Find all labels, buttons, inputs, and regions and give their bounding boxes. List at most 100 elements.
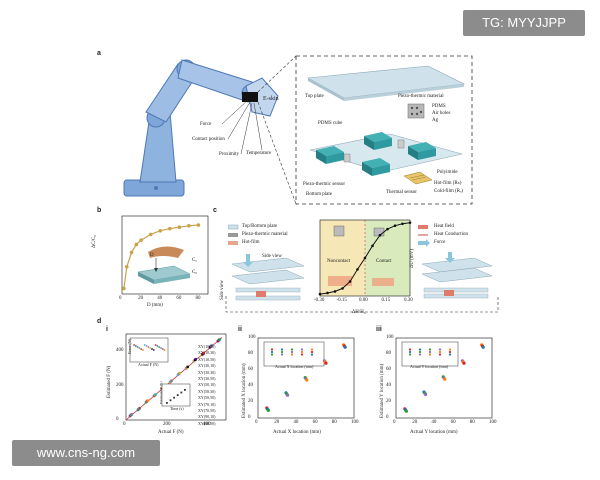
chart-d-i-inset1-point [154,344,157,346]
chart-b-point [148,232,153,237]
chart-c-point [371,244,374,248]
chart-d-ii-ylabel: Estimated X location (mm) [242,363,247,418]
chart-d-i-inset-1 [129,337,169,363]
chart-d-i-xtick: 0 [123,422,126,427]
pdms-cube-zoom [407,103,425,119]
panel-letter-b: b [97,207,102,214]
label-piezo-thermic-material: Piezo-thermic material [398,94,444,99]
chart-d-i-inset1-point [147,346,150,348]
panel-c-legend-force: Force [434,240,446,245]
chart-d-iii-inset-point [418,353,422,356]
label-top-plate: Top plate [305,94,324,99]
chart-d-i-legend-item: XY(30,30) [198,369,216,375]
chart-d-i-point [170,379,173,382]
chart-d-iii-point [462,361,466,365]
chart-d-i-inset1-point [149,347,152,349]
chart-c-point [386,227,389,231]
panel-letter-i: i [106,326,108,333]
chart-b-ylabel: ΔC/C₀ [92,234,97,248]
chart-d-ii-xtick: 40 [293,420,299,425]
chart-d-ii-ytick: 100 [248,335,256,340]
chart-b-marks [122,223,201,291]
chart-d-i-inset1-ylabel: Error (N) [127,339,132,354]
chart-d-ii-inset-point [300,353,304,356]
chart-d-iii-inset-point [428,350,432,354]
label-pdms-cube: PDMS cube [318,121,343,126]
chart-b [121,215,209,295]
chart-c-contact-label: Contact [376,259,392,264]
label-hot-film: Hot-film (Rₕ) [434,181,462,186]
label-temperature: Temperature [246,151,272,156]
chart-d-ii-ytick: 0 [248,415,251,420]
panel-c-side-view-right [421,252,493,299]
chart-d-ii-xtick: 60 [312,420,318,425]
eskin-patch [242,92,258,102]
chart-c-xtick: 0.30 [404,298,413,303]
chart-d-i-inset-marks [133,344,186,404]
chart-d-ii-ytick: 20 [248,399,253,404]
chart-d-i-legend-item: XY(10,30) [198,350,216,356]
chart-c-xtick: 0.00 [359,298,368,303]
chart-c-xlabel: ΔH/H₀ [352,310,366,315]
chart-c-point [393,224,397,227]
label-eskin: E-skin [263,96,279,102]
chart-d-i-inset1-xlabel: Actual F (N) [138,362,159,367]
chart-d-iii-ytick: 0 [386,415,389,420]
chart-d-i-inset1-point [133,344,135,346]
chart-c-point [333,290,337,293]
chart-d-ii-xtick: 0 [255,420,258,425]
chart-d-i-inset2-point [184,389,186,391]
chart-d-i-point [130,413,133,416]
chart-d-i-ytick: 0 [116,417,119,422]
chart-d-iii-inset-point [438,348,442,351]
chart-d-i-point [210,344,213,347]
panel-c-legend-top-bottom-plate: Top/Bottom plate [242,224,278,229]
chart-d-ii-xtick: 100 [351,420,359,425]
panel-c-legend-heat-field: Heat field [434,224,454,229]
chart-d-ii-xtick: 20 [274,420,280,425]
chart-d-ii-inset-point [290,350,294,354]
chart-c-xtick: -0.30 [314,298,325,303]
chart-d-ii [257,337,355,419]
chart-d-iii-xtick: 40 [431,420,437,425]
chart-d-iii-xtick: 20 [412,420,418,425]
chart-b-c0-label: C₀ [192,270,198,275]
chart-d-i-inset1-point [151,348,153,350]
chart-c-point [341,287,344,290]
chart-b-xtick: 60 [176,296,182,301]
chart-d-iii-point [443,377,447,381]
chart-d-i-inset1-point [156,345,159,347]
chart-d-i-inset1-point [152,349,155,351]
chart-d-i-inset1-point [142,349,144,351]
chart-d-i-legend-item: XY(90,10) [198,414,216,420]
panel-letter-a: a [97,50,101,57]
chart-b-xtick: 40 [157,296,163,301]
chart-d-iii-inset-point [428,353,432,356]
chart-d-i-xtick: 400 [203,422,211,427]
chart-d-ii-marks [265,343,347,412]
chart-b-point [124,265,129,269]
chart-d-iii-inset-point [448,350,452,354]
chart-d-i-inset1-point [143,344,146,346]
thermal-sensor-chip [403,171,433,185]
label-air-holes: Air holes [432,111,451,116]
chart-d-iii-inset-point [448,353,452,356]
chart-c-cube-icon-left [333,225,345,237]
chart-d-iii-inset-point [428,348,432,351]
chart-d-i-inset1-point [160,347,162,349]
panel-c-legend-heat-conduction: Heat Conduction [434,232,469,237]
chart-d-ii-ytick: 80 [248,351,253,356]
chart-d-i-legend-item: XY(10,50) [198,356,216,362]
panel-c-legend-swatches-left [228,224,239,245]
chart-d-i-inset1-point [145,345,148,347]
chart-d-ii-inset-point [280,348,284,351]
chart-b-xtick: 80 [195,296,201,301]
chart-d-i-point [202,351,205,355]
chart-d-iii-ytick: 20 [386,399,391,404]
chart-d-i-inset2-ylabel: Estimated F (N) [159,381,163,404]
label-contact-position: Contact position [192,137,225,142]
chart-d-ii-inset-point [270,353,274,356]
chart-d-ii-point [286,393,290,397]
label-pdms: PDMS [432,104,446,109]
